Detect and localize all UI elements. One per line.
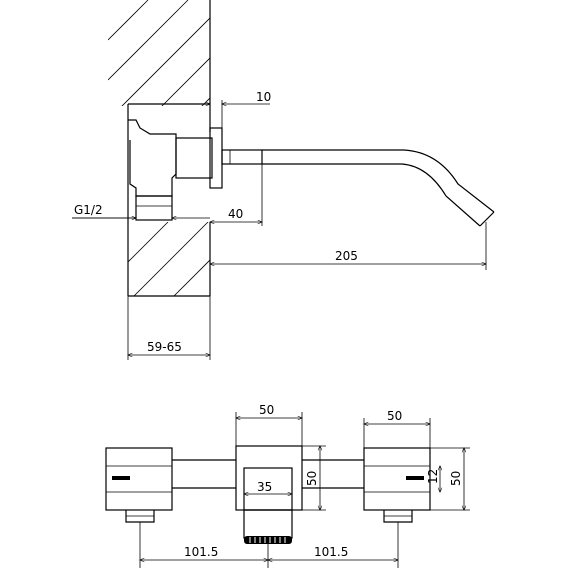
spout-outlet — [479, 211, 495, 227]
dim-spout-block-width: 50 — [259, 403, 274, 417]
right-handle-mark — [406, 476, 424, 480]
spout-top — [262, 149, 495, 213]
inlet-fitting — [135, 195, 173, 221]
dim-thread: G1/2 — [74, 203, 103, 217]
dim-center-to-right: 101.5 — [314, 545, 348, 559]
left-handle-mark — [112, 476, 130, 480]
wall-hatch-bottom — [128, 222, 210, 296]
valve-cartridge — [175, 137, 213, 179]
wall-hatch-top — [108, 0, 210, 106]
dim-outlet-width: 35 — [257, 480, 272, 494]
dim-left-to-center: 101.5 — [184, 545, 218, 559]
front-view: 50 50 50 35 50 12 101.5 101.5 — [105, 403, 470, 568]
outlet-neck — [243, 509, 293, 539]
dim-body-depth: 40 — [228, 207, 243, 221]
dim-spout-length: 205 — [335, 249, 358, 263]
valve-body — [128, 119, 177, 197]
dim-wall-plate: 10 — [256, 90, 271, 104]
dim-handle-right-inner: 12 — [426, 469, 440, 484]
side-view: 10 G1/2 40 205 59-65 — [72, 0, 495, 360]
spout-bottom — [262, 163, 481, 227]
wall-hatch-mid — [108, 178, 180, 250]
right-handle — [363, 447, 431, 511]
dim-handle-right-width: 50 — [387, 409, 402, 423]
spout-connector — [221, 149, 263, 165]
dim-handle-right-height: 50 — [449, 471, 463, 486]
dim-wall-range: 59-65 — [147, 340, 182, 354]
dim-spout-block-height: 50 — [305, 471, 319, 486]
left-handle — [105, 447, 173, 511]
